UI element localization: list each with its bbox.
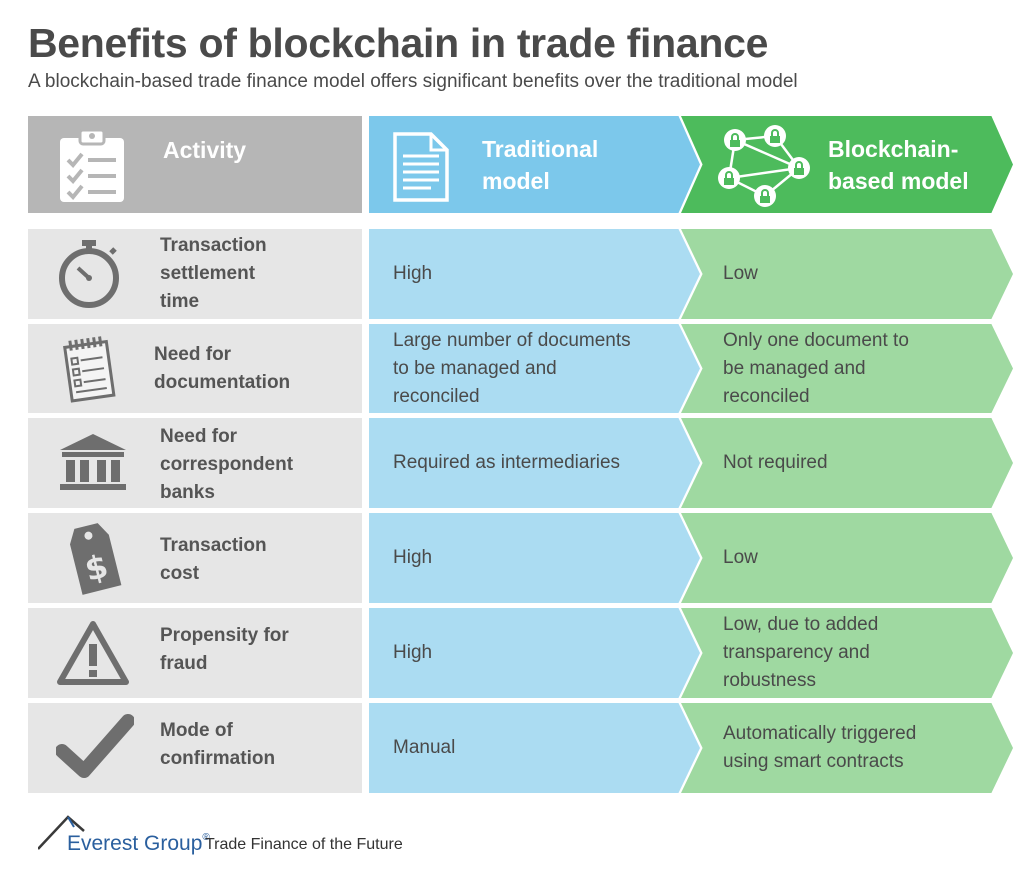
row-blockchain-settlement-time: Low	[681, 229, 1013, 319]
page-title: Benefits of blockchain in trade finance	[28, 20, 769, 66]
blockchain-value: Low	[723, 263, 758, 284]
blockchain-value: Low	[723, 547, 758, 568]
row-activity-correspondent-banks: Need for correspondent banks	[28, 418, 362, 508]
blockchain-value: Not required	[723, 452, 828, 473]
traditional-value: High	[393, 642, 433, 663]
page-subtitle: A blockchain-based trade finance model o…	[28, 71, 798, 92]
warning-icon	[57, 621, 129, 685]
row-blockchain-documentation: Only one document to be managed and reco…	[681, 324, 1013, 413]
traditional-value: High	[393, 547, 433, 568]
row-activity-transaction-cost: $ Transaction cost	[28, 513, 362, 603]
row-blockchain-correspondent-banks: Not required	[681, 418, 1013, 508]
traditional-value: Manual	[393, 737, 456, 758]
traditional-value: Large number of documents to be managed …	[393, 329, 631, 407]
header-traditional-label: Traditional model	[482, 136, 599, 194]
notepad-icon	[63, 336, 116, 403]
traditional-value: Required as intermediaries	[393, 452, 621, 473]
header-activity-label: Activity	[163, 137, 247, 163]
clipboard-icon	[60, 128, 124, 202]
row-activity-settlement-time: Transaction settlement time	[28, 229, 362, 319]
row-blockchain-confirmation: Automatically triggered using smart cont…	[681, 703, 1013, 793]
blockchain-value: Only one document to be managed and reco…	[723, 329, 909, 407]
activity-label: Transaction cost	[160, 535, 267, 584]
row-activity-fraud: Propensity for fraud	[28, 608, 362, 698]
activity-label: Transaction settlement time	[160, 235, 267, 312]
stopwatch-icon	[59, 240, 119, 308]
row-traditional-fraud: High	[369, 608, 700, 698]
footer-caption: Trade Finance of the Future	[205, 836, 403, 853]
traditional-value: High	[393, 263, 433, 284]
blockchain-value: Automatically triggered using smart cont…	[723, 723, 917, 772]
header-blockchain-model: Blockchain- based model	[681, 116, 1013, 213]
activity-label: Need for documentation	[154, 344, 291, 393]
row-traditional-confirmation: Manual	[369, 703, 700, 793]
blockchain-value: Low, due to added transparency and robus…	[723, 614, 879, 691]
row-blockchain-fraud: Low, due to added transparency and robus…	[681, 608, 1013, 698]
header-blockchain-label: Blockchain- based model	[828, 136, 969, 194]
header-activity: Activity	[28, 116, 362, 213]
row-activity-confirmation: Mode of confirmation	[28, 703, 362, 793]
price-tag-icon: $	[69, 523, 122, 595]
row-traditional-correspondent-banks: Required as intermediaries	[369, 418, 700, 508]
row-traditional-documentation: Large number of documents to be managed …	[369, 324, 700, 413]
activity-label: Propensity for fraud	[160, 625, 289, 674]
blockchain-network-icon	[718, 125, 810, 207]
activity-label: Mode of confirmation	[160, 720, 276, 769]
bank-icon	[60, 434, 126, 490]
footer-brand: Everest Group®	[67, 832, 210, 855]
row-traditional-settlement-time: High	[369, 229, 700, 319]
checkmark-icon	[56, 714, 134, 778]
everest-logo-icon	[38, 815, 85, 850]
activity-label: Need for correspondent banks	[160, 426, 294, 503]
header-traditional-model: Traditional model	[369, 116, 700, 213]
row-traditional-transaction-cost: High	[369, 513, 700, 603]
row-blockchain-transaction-cost: Low	[681, 513, 1013, 603]
document-icon	[393, 132, 449, 202]
row-activity-documentation: Need for documentation	[28, 324, 362, 413]
